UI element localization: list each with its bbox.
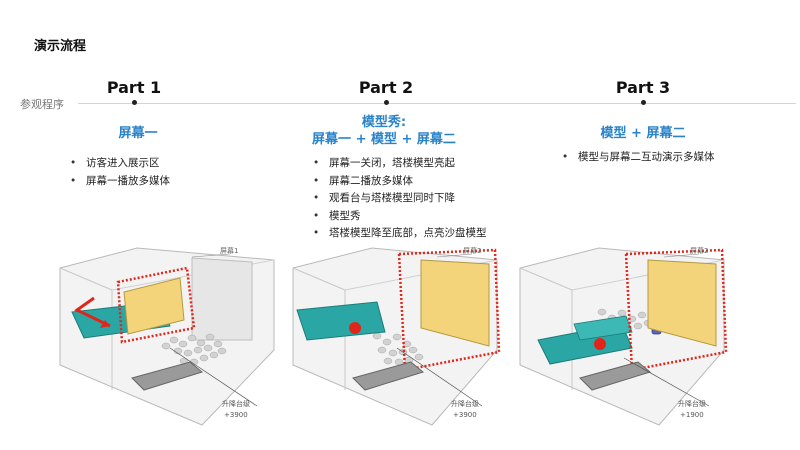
screen-1 xyxy=(123,277,185,335)
viewing-platform xyxy=(296,301,386,341)
timeline-dot xyxy=(640,100,646,105)
list-item: 模型秀 xyxy=(313,208,487,226)
part-3-bullet-list: 模型与屏幕二互动演示多媒体 xyxy=(562,149,715,167)
list-item: 模型与屏幕二互动演示多媒体 xyxy=(562,149,715,167)
part-1-screen-title: 屏幕一 xyxy=(28,125,248,142)
list-item: 屏幕一播放多媒体 xyxy=(70,173,170,191)
part-3-header[interactable]: Part 3 xyxy=(543,78,743,105)
part-1-label: Part 1 xyxy=(106,78,162,97)
timeline-line xyxy=(78,103,796,104)
part-3-label: Part 3 xyxy=(615,78,671,97)
part-3-diagram: 屏幕2 升降台级 +1900 xyxy=(514,240,736,430)
lift-value: +3900 xyxy=(453,411,477,419)
timeline-dot xyxy=(383,100,389,105)
active-marker xyxy=(594,338,606,350)
screen-2 xyxy=(420,259,490,347)
screen-title-line: 屏幕一 xyxy=(118,126,158,141)
list-item: 塔楼模型降至底部，点亮沙盘模型 xyxy=(313,225,487,243)
active-marker xyxy=(349,322,361,334)
part-1-diagram: 屏幕1 升降台级 +3900 xyxy=(52,240,277,430)
lift-value: +3900 xyxy=(224,411,248,419)
timeline-label: 参观程序 xyxy=(20,98,64,111)
highlight-frame xyxy=(397,248,501,372)
part-1-bullet-list: 访客进入展示区 屏幕一播放多媒体 xyxy=(70,155,170,190)
list-item: 屏幕二播放多媒体 xyxy=(313,173,487,191)
screen-title-line: 模型 + 屏幕二 xyxy=(600,126,686,141)
timeline-dot xyxy=(131,100,137,105)
screen-caption: 屏幕2 xyxy=(690,246,708,255)
screen-caption: 屏幕2 xyxy=(463,246,481,255)
lift-platform xyxy=(131,361,204,391)
screen-2 xyxy=(647,259,717,347)
page-title: 演示流程 xyxy=(34,39,87,54)
list-item: 屏幕一关闭，塔楼模型亮起 xyxy=(313,155,487,173)
list-item: 观看台与塔楼模型同时下降 xyxy=(313,190,487,208)
part-2-bullet-list: 屏幕一关闭，塔楼模型亮起 屏幕二播放多媒体 观看台与塔楼模型同时下降 模型秀 塔… xyxy=(313,155,487,243)
part-1-header[interactable]: Part 1 xyxy=(34,78,234,105)
lift-caption: 升降台级 xyxy=(451,399,479,408)
entry-arrow xyxy=(74,296,111,328)
highlight-frame xyxy=(116,266,196,344)
part-2-diagram: 屏幕2 升降台级 +3900 xyxy=(287,240,509,430)
lift-platform xyxy=(579,361,652,391)
lift-caption: 升降台级 xyxy=(222,399,250,408)
lift-platform xyxy=(352,361,425,391)
screen-caption: 屏幕1 xyxy=(220,246,238,255)
part-2-screen-title: 模型秀: 屏幕一 + 模型 + 屏幕二 xyxy=(274,114,494,148)
highlight-frame xyxy=(624,248,728,372)
lift-value: +1900 xyxy=(680,411,704,419)
screen-title-line: 模型秀: xyxy=(361,115,407,130)
part-2-header[interactable]: Part 2 xyxy=(286,78,486,105)
list-item: 访客进入展示区 xyxy=(70,155,170,173)
screen-title-line: 屏幕一 + 模型 + 屏幕二 xyxy=(312,132,456,147)
part-3-screen-title: 模型 + 屏幕二 xyxy=(533,125,753,142)
part-2-label: Part 2 xyxy=(358,78,414,97)
lift-caption: 升降台级 xyxy=(678,399,706,408)
